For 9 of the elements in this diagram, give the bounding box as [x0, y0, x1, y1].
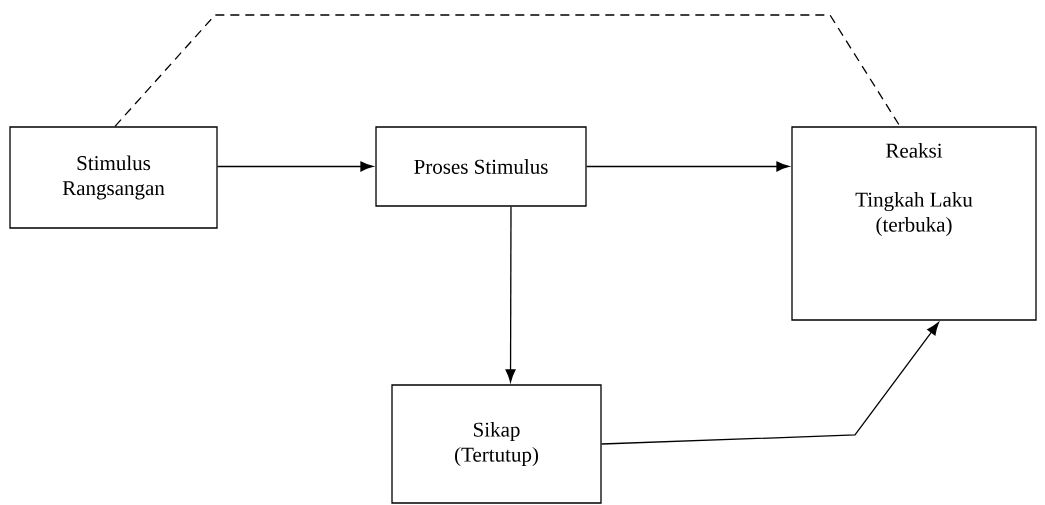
process-box: Proses Stimulus [375, 126, 587, 207]
dashed-line [114, 14, 901, 127]
arrow [505, 206, 516, 383]
arrow [601, 322, 939, 445]
reaction-box: Reaksi Tingkah Laku (terbuka) [791, 126, 1037, 321]
arrow [586, 161, 790, 172]
arrow [217, 161, 374, 172]
stimulus-box: Stimulus Rangsangan [9, 126, 218, 229]
attitude-box: Sikap (Tertutup) [391, 384, 602, 504]
